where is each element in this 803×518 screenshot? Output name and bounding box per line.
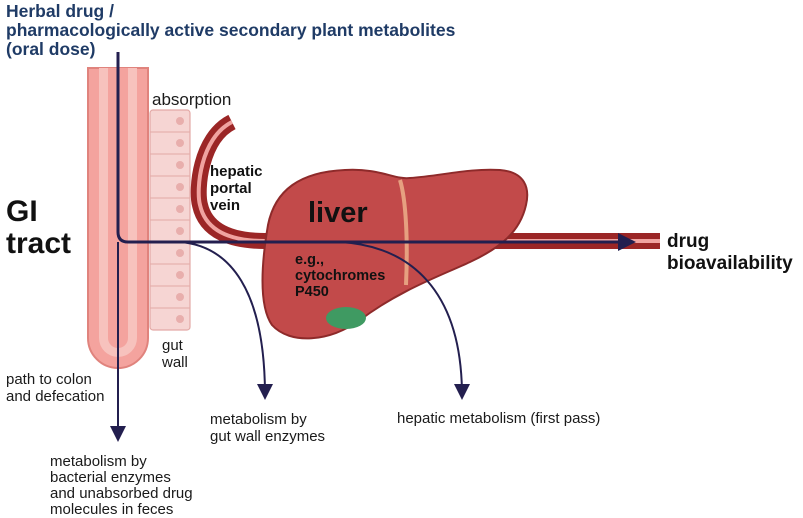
hepatic-portal-vein <box>190 114 660 249</box>
gut-wall-enzymes-label: metabolism by gut wall enzymes <box>210 411 326 445</box>
gut-wall-metabolism-arrow <box>179 241 273 400</box>
gallbladder <box>326 307 366 329</box>
hepatic-metabolism-arrow <box>339 241 470 400</box>
gi-tract-label: GI tract <box>6 195 72 260</box>
hepatic-portal-vein-label: hepatic portal vein <box>210 163 263 214</box>
cytochromes-label: e.g., cytochromes P450 <box>295 252 386 300</box>
gut-wall-cells <box>149 109 191 331</box>
bacterial-metabolism-label: metabolism by bacterial enzymes and unab… <box>50 453 193 518</box>
diagram-title: Herbal drug / pharmacologically active s… <box>6 1 456 59</box>
main-pathway-arrow <box>116 52 636 251</box>
liver-organ <box>261 168 529 340</box>
path-to-colon-label: path to colon and defecation <box>6 371 105 405</box>
liver-label: liver <box>308 197 368 229</box>
hepatic-metabolism-label: hepatic metabolism (first pass) <box>397 410 601 427</box>
gut-wall-label: gut wall <box>162 337 188 371</box>
drug-bioavailability-label: drug bioavailability <box>667 231 793 274</box>
absorption-label: absorption <box>152 90 232 109</box>
